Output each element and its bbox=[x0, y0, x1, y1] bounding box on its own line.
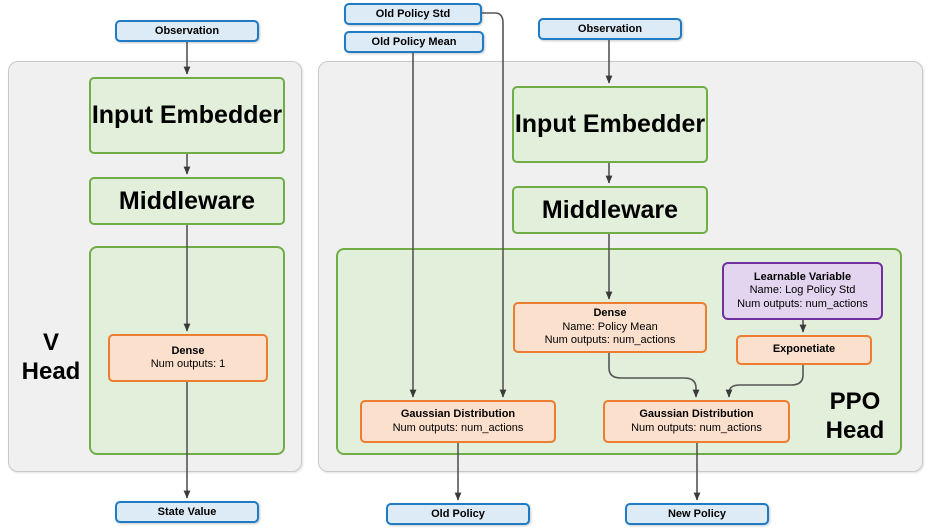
input-observation-right[interactable]: Observation bbox=[538, 18, 682, 40]
learnable-variable-outputs: Num outputs: num_actions bbox=[737, 297, 868, 310]
v-head-input-embedder[interactable]: Input Embedder bbox=[89, 77, 285, 154]
input-old-policy-mean[interactable]: Old Policy Mean bbox=[344, 31, 484, 53]
ppo-head-exponetiate[interactable]: Exponetiate bbox=[736, 335, 872, 365]
gaussian-new-title: Gaussian Distribution bbox=[639, 408, 754, 421]
v-head-label: V Head bbox=[21, 329, 81, 386]
learnable-variable-name: Name: Log Policy Std bbox=[749, 284, 856, 297]
v-head-dense[interactable]: Dense Num outputs: 1 bbox=[108, 334, 268, 382]
ppo-head-middleware[interactable]: Middleware bbox=[512, 186, 708, 234]
gaussian-old-outputs: Num outputs: num_actions bbox=[392, 421, 524, 434]
ppo-head-dense-policy-mean[interactable]: Dense Name: Policy Mean Num outputs: num… bbox=[513, 302, 707, 353]
v-head-middleware[interactable]: Middleware bbox=[89, 177, 285, 225]
ppo-dense-title: Dense bbox=[593, 307, 627, 320]
ppo-head-gaussian-old[interactable]: Gaussian Distribution Num outputs: num_a… bbox=[360, 400, 556, 443]
v-head-dense-outputs: Num outputs: 1 bbox=[150, 358, 226, 370]
output-old-policy[interactable]: Old Policy bbox=[386, 503, 530, 525]
input-old-policy-std[interactable]: Old Policy Std bbox=[344, 3, 482, 25]
ppo-dense-name: Name: Policy Mean bbox=[562, 320, 658, 333]
gaussian-new-outputs: Num outputs: num_actions bbox=[631, 421, 762, 434]
gaussian-old-title: Gaussian Distribution bbox=[400, 408, 516, 421]
input-observation-left[interactable]: Observation bbox=[115, 20, 259, 42]
ppo-head-label: PPO Head bbox=[825, 388, 885, 445]
learnable-variable-title: Learnable Variable bbox=[753, 270, 852, 283]
output-state-value[interactable]: State Value bbox=[115, 501, 259, 523]
ppo-head-learnable-variable[interactable]: Learnable Variable Name: Log Policy Std … bbox=[722, 262, 883, 320]
v-head-dense-title: Dense bbox=[171, 344, 205, 357]
exponetiate-title: Exponetiate bbox=[772, 343, 836, 356]
ppo-head-input-embedder[interactable]: Input Embedder bbox=[512, 86, 708, 163]
ppo-head-gaussian-new[interactable]: Gaussian Distribution Num outputs: num_a… bbox=[603, 400, 790, 443]
output-new-policy[interactable]: New Policy bbox=[625, 503, 769, 525]
ppo-dense-outputs: Num outputs: num_actions bbox=[544, 334, 676, 347]
